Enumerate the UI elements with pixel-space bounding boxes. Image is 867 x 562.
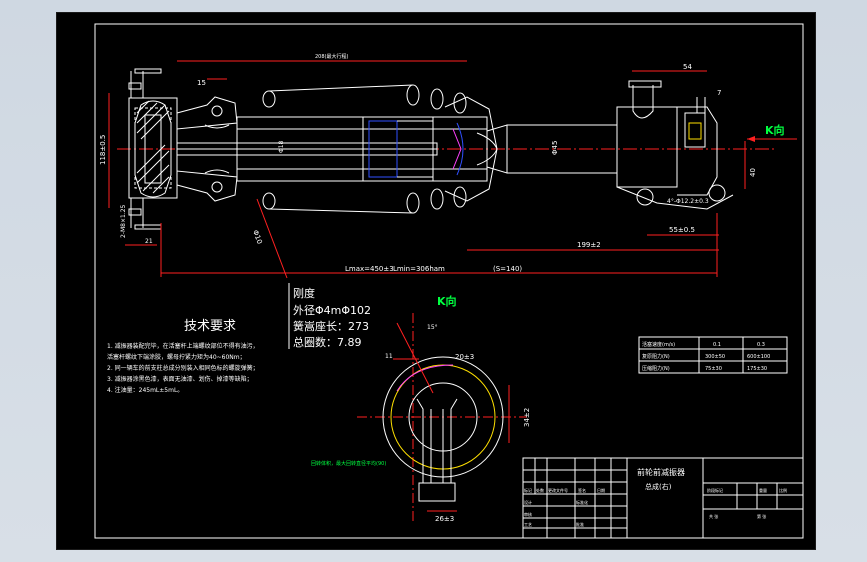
tb-cell-1: 处数	[536, 487, 544, 493]
dim-lmax: Lmax=450±3	[345, 265, 394, 273]
k-label: K向	[765, 123, 785, 137]
dim-118: 118±0.5	[99, 135, 107, 165]
tech-line-2: 活塞杆螺纹下端涂胶，螺母拧紧力矩为40~60Nm；	[107, 353, 246, 361]
dimension-lines: 208(最大行程) 15 54 7 118±0.5 2-M8×1.25 21 Φ…	[99, 53, 757, 279]
coil-spring	[262, 84, 467, 214]
spring-parameters: 刚度 外径Φ4mΦ102 簧嵩座长：273 总圈数：7.89	[288, 283, 371, 349]
drawing-name-line-1: 前轮前减振器	[637, 467, 685, 477]
dim-phi10: Φ10	[251, 229, 263, 245]
k-view: K向 15° 20±3 34±2 26±3 11 回转体积，最大回转直径平均(9…	[311, 294, 531, 523]
inner-frame	[94, 23, 804, 539]
table-r3-c2: 75±30	[705, 366, 722, 372]
dim-40: 40	[749, 168, 757, 177]
k-view-title: K向	[437, 294, 457, 308]
damping-table: 活塞速度(m/s) 0.1 0.3 复原阻力(N) 300±50 600±100…	[638, 336, 788, 374]
spring-line-2: 外径Φ4mΦ102	[293, 304, 371, 317]
dim-stroke: (S=140)	[493, 265, 522, 273]
spring-line-1: 刚度	[293, 286, 315, 300]
tb-cell-5: 设计	[524, 499, 532, 505]
kview-dim-11: 11	[385, 353, 393, 360]
kview-angle: 15°	[427, 324, 438, 331]
table-r1-c2: 0.1	[713, 342, 721, 348]
tb-cell-8: 工艺	[524, 522, 532, 527]
kview-dim-34: 34±2	[523, 408, 531, 427]
drawing-name-line-2: 总成(右)	[645, 482, 672, 491]
tech-title: 技术要求	[184, 319, 236, 334]
table-r3-c1: 压缩阻力(N)	[642, 365, 670, 372]
dim-21: 21	[145, 238, 153, 245]
tb-cell-0: 标记	[524, 487, 532, 493]
tb-cell-4: 日期	[597, 487, 605, 493]
technical-requirements: 技术要求 1. 减振器装配完毕，在活塞杆上端螺纹部位不得有油污， 活塞杆螺纹下端…	[107, 319, 259, 394]
tb-cell-9: 批准	[576, 521, 584, 527]
cylinder	[236, 116, 488, 182]
dim-15: 15	[197, 79, 206, 87]
drawing-sheet: 208(最大行程) 15 54 7 118±0.5 2-M8×1.25 21 Φ…	[56, 12, 816, 550]
tb-right-0: 阶段标记	[707, 487, 723, 493]
spring-line-3: 簧嵩座长：273	[293, 319, 369, 333]
drawing-canvas: 208(最大行程) 15 54 7 118±0.5 2-M8×1.25 21 Φ…	[94, 23, 804, 539]
table-r1-c1: 活塞速度(m/s)	[642, 341, 675, 348]
table-r2-c3: 600±100	[747, 354, 770, 360]
tb-cell-6: 标准化	[576, 499, 588, 505]
table-r2-c2: 300±50	[705, 354, 725, 360]
tb-cell-2: 更改文件号	[548, 487, 568, 493]
kview-note: 回转体积，最大回转直径平均(90)	[311, 460, 386, 467]
tech-line-5: 4. 注油量：245mL±5mL。	[107, 386, 183, 394]
dim-54: 54	[683, 63, 692, 71]
tech-line-1: 1. 减振器装配完毕，在活塞杆上端螺纹部位不得有油污，	[107, 342, 259, 350]
tech-line-4: 3. 减振器涂黑色漆，表面无油漆、划伤、掉漆等缺陷；	[107, 375, 253, 383]
dim-7: 7	[717, 89, 721, 97]
table-r2-c1: 复原阻力(N)	[642, 353, 670, 360]
tb-sheet-0: 共 张	[709, 513, 718, 519]
tb-cell-3: 签名	[578, 487, 586, 493]
kview-dim-26: 26±3	[435, 515, 454, 523]
k-direction-marker: K向	[747, 123, 797, 142]
tb-right-1: 重量	[759, 487, 767, 493]
table-r3-c3: 175±30	[747, 366, 767, 372]
dim-55: 55±0.5	[669, 226, 695, 234]
dim-lmin: Lmin=306ham	[393, 265, 445, 273]
dim-top-length: 208(最大行程)	[315, 53, 348, 60]
dim-199: 199±2	[577, 241, 601, 249]
dim-2m8: 2-M8×1.25	[120, 204, 127, 238]
tb-sheet-1: 第 张	[757, 513, 766, 519]
dim-phi45: Φ45	[551, 141, 559, 155]
kview-dim-20: 20±3	[455, 353, 474, 361]
dim-holes: 4°-Φ12.2±0.3	[667, 198, 709, 205]
dim-phi18: Φ18	[278, 140, 285, 153]
tb-cell-7: 审核	[524, 511, 532, 517]
spring-line-4: 总圈数：7.89	[293, 335, 362, 349]
strut-assembly	[117, 68, 777, 230]
knuckle-bracket	[616, 80, 734, 210]
tb-right-2: 比例	[779, 487, 787, 493]
table-r1-c3: 0.3	[757, 342, 765, 348]
tech-line-3: 2. 同一辆车的前支柱总成分别装入相同色标的螺旋弹簧；	[107, 364, 259, 372]
title-block: 前轮前减振器 总成(右) 标记 处数 更改文件号 签名 日期 设计 标准化 审核…	[522, 457, 804, 539]
